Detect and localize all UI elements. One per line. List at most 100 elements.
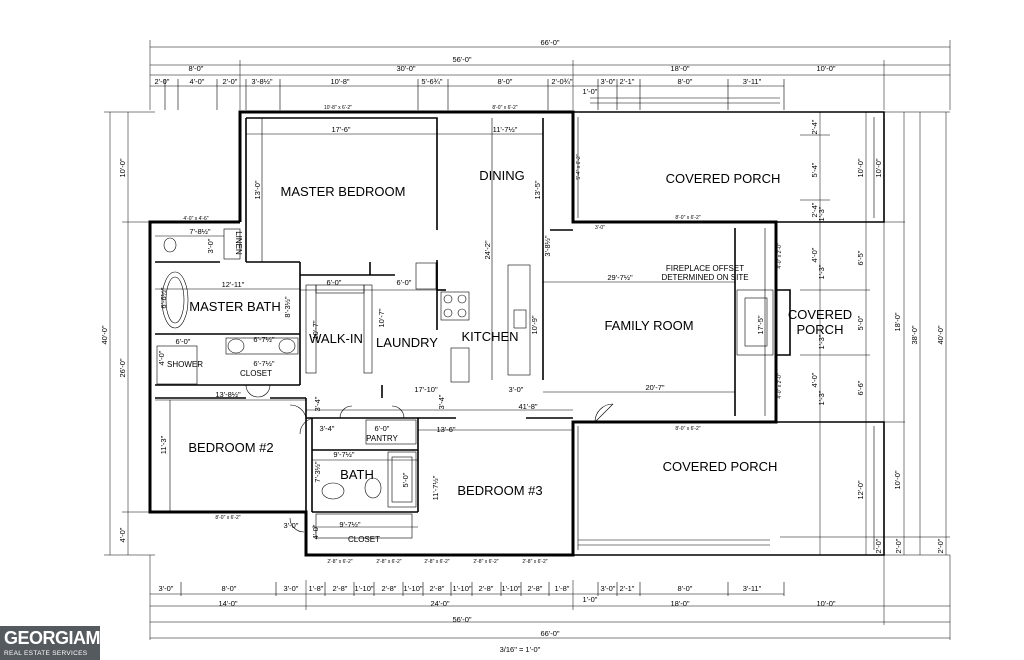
dim-closet-w: 9'-7½": [339, 520, 361, 529]
dim-top-10: 10'-0": [816, 64, 835, 73]
dim-mbath-linen-w: 7'-8½": [189, 227, 211, 236]
dim-bath-tub: 5'-0": [401, 472, 410, 487]
room-covered-porch-side-1: COVERED: [788, 307, 852, 322]
window-porch-top: 8'-0" x 6'-2": [675, 215, 700, 221]
dim-walkin-h: 10'-7": [311, 320, 320, 339]
dim-kitchen-depth: 24'-2": [483, 240, 492, 259]
dim-r3-1: 18'-0": [893, 312, 902, 331]
dim-b1b: 1'-0": [583, 595, 598, 604]
dim-bed3-w: 13'-6": [436, 425, 455, 434]
dim-b1-13: 1'-8": [555, 584, 570, 593]
room-closet-bed3: CLOSET: [348, 535, 380, 544]
dim-b1-16: 8'-0": [678, 584, 693, 593]
room-kitchen: KITCHEN: [461, 329, 518, 344]
room-laundry: LAUNDRY: [376, 335, 438, 350]
top-dimensions: 66'-0" 30'-0" 56'-0" 18'-0" 10'-0" 8'-0"…: [149, 38, 951, 110]
dim-top-8c: 8'-0": [678, 77, 693, 86]
dim-top-10-8: 10'-8": [330, 77, 349, 86]
fixtures: [156, 228, 774, 539]
room-covered-porch-side-2: PORCH: [797, 322, 844, 337]
dim-b1-1: 8'-0": [222, 584, 237, 593]
dim-island: 10'-9": [530, 315, 539, 334]
dim-top-5-6: 5'-6¾": [421, 77, 443, 86]
room-family-room: FAMILY ROOM: [604, 318, 693, 333]
dim-r2-1: 6'-5": [856, 250, 865, 265]
dim-bed2-r: 3'-0": [284, 521, 299, 530]
dim-mbath-width: 12'-11": [222, 280, 245, 289]
bottom-dimensions: 3'-0" 8'-0" 3'-0" 1'-8" 2'-8" 1'-10" 2'-…: [149, 555, 951, 640]
interior-walls: [155, 117, 736, 513]
dim-r2-3: 6'-6": [856, 380, 865, 395]
dim-laundry-w: 6'-0": [397, 278, 412, 287]
room-linen: LINEN: [234, 231, 243, 255]
dim-mb-depth: 13'-0": [253, 180, 262, 199]
dim-b2-3: 10'-0": [816, 599, 835, 608]
note-fireplace-2: DETERMINED ON SITE: [661, 273, 748, 282]
room-closet-master: CLOSET: [240, 369, 272, 378]
dim-b2-1: 24'-0": [430, 599, 449, 608]
room-dining: DINING: [479, 168, 525, 183]
logo-brand: GEORGIAMLS: [4, 628, 123, 648]
window-b5: 2'-8" x 6'-2": [522, 559, 547, 565]
dim-dining-depth: 13'-5": [533, 180, 542, 199]
room-bath: BATH: [340, 467, 374, 482]
window-dining-side: 5'-4" x 6'-2": [576, 154, 582, 179]
dim-kitchen-small: 3'-8½": [543, 235, 552, 257]
dim-r4-0: 38'-0": [910, 325, 919, 344]
dim-top-2a: 2'-0": [155, 77, 170, 86]
room-covered-porch-top: COVERED PORCH: [666, 171, 781, 186]
dim-top-1: 1'-0": [583, 87, 598, 96]
dim-top-2-1: 2'-1": [620, 77, 635, 86]
window-b1: 2'-8" x 6'-2": [327, 559, 352, 565]
dim-closet-h: 4'-0": [311, 524, 320, 539]
dim-r1-0: 2'-4": [810, 119, 819, 134]
dim-bed2-h: 11'-3": [159, 435, 168, 454]
dim-b2-0: 14'-0": [218, 599, 237, 608]
dim-left-4: 4'-0": [118, 527, 127, 542]
dim-top-8b: 8'-0": [498, 77, 513, 86]
dim-vanity-2: 6'-7½": [253, 359, 275, 368]
dim-pantry-h: 3'-4": [320, 424, 335, 433]
dim-family-lower: 20'-7": [645, 383, 664, 392]
dim-r1-5: 1'-3": [817, 264, 826, 279]
dim-r1-9: 2'-0": [894, 538, 903, 553]
dim-bed2-small: 3'-4": [313, 396, 322, 411]
dim-hall-total: 41'-8": [518, 402, 537, 411]
dim-hall-len: 17'-10": [414, 385, 438, 394]
dim-b1-0: 3'-0": [159, 584, 174, 593]
dim-top-3-0: 3'-0": [601, 77, 616, 86]
dim-r1-8: 1'-3": [817, 390, 826, 405]
window-top-mid: 8'-0" x 6'-2": [492, 105, 517, 111]
room-pantry: PANTRY: [366, 434, 398, 443]
dim-mb-width: 17'-6": [331, 125, 350, 134]
dim-r5-1: 2'-0": [936, 538, 945, 553]
dim-b3: 56'-0": [452, 615, 471, 624]
door-swings: [245, 384, 614, 533]
dim-bath-w: 9'-7½": [333, 450, 355, 459]
dim-top-18: 18'-0": [670, 64, 689, 73]
dim-r3-0: 10'-0": [874, 158, 883, 177]
dim-top-2b: 2'-0": [223, 77, 238, 86]
dim-r1-3: 1'-3": [817, 206, 826, 221]
dim-top-8: 8'-0": [189, 64, 204, 73]
dim-b1-17: 3'-11": [743, 584, 762, 593]
dim-b1-9: 1'-10": [452, 584, 471, 593]
window-b4: 2'-8" x 6'-2": [473, 559, 498, 565]
window-porch-bottom: 8'-0" x 6'-2": [675, 426, 700, 432]
dim-b1-8: 2'-8": [430, 584, 445, 593]
dim-b1-4: 2'-8": [333, 584, 348, 593]
logo-sub: REAL ESTATE SERVICES: [4, 650, 88, 657]
dim-r1-2: 2'-4": [810, 202, 819, 217]
dim-left-40: 40'-0": [100, 325, 109, 344]
dim-b1-12: 2'-8": [528, 584, 543, 593]
dim-b1-2: 3'-0": [284, 584, 299, 593]
dim-pantry-w: 6'-0": [375, 424, 390, 433]
dim-b1-14: 3'-0": [601, 584, 616, 593]
dim-b1-7: 1'-10": [403, 584, 422, 593]
dim-b1-10: 2'-8": [479, 584, 494, 593]
dim-top-30: 30'-0": [396, 64, 415, 73]
dim-family-width: 29'-7½": [607, 273, 633, 282]
dim-top-2-0: 2'-0¾": [551, 77, 573, 86]
dim-b1-6: 2'-8": [382, 584, 397, 593]
georgia-mls-logo: GEORGIAMLS REAL ESTATE SERVICES: [0, 626, 123, 660]
